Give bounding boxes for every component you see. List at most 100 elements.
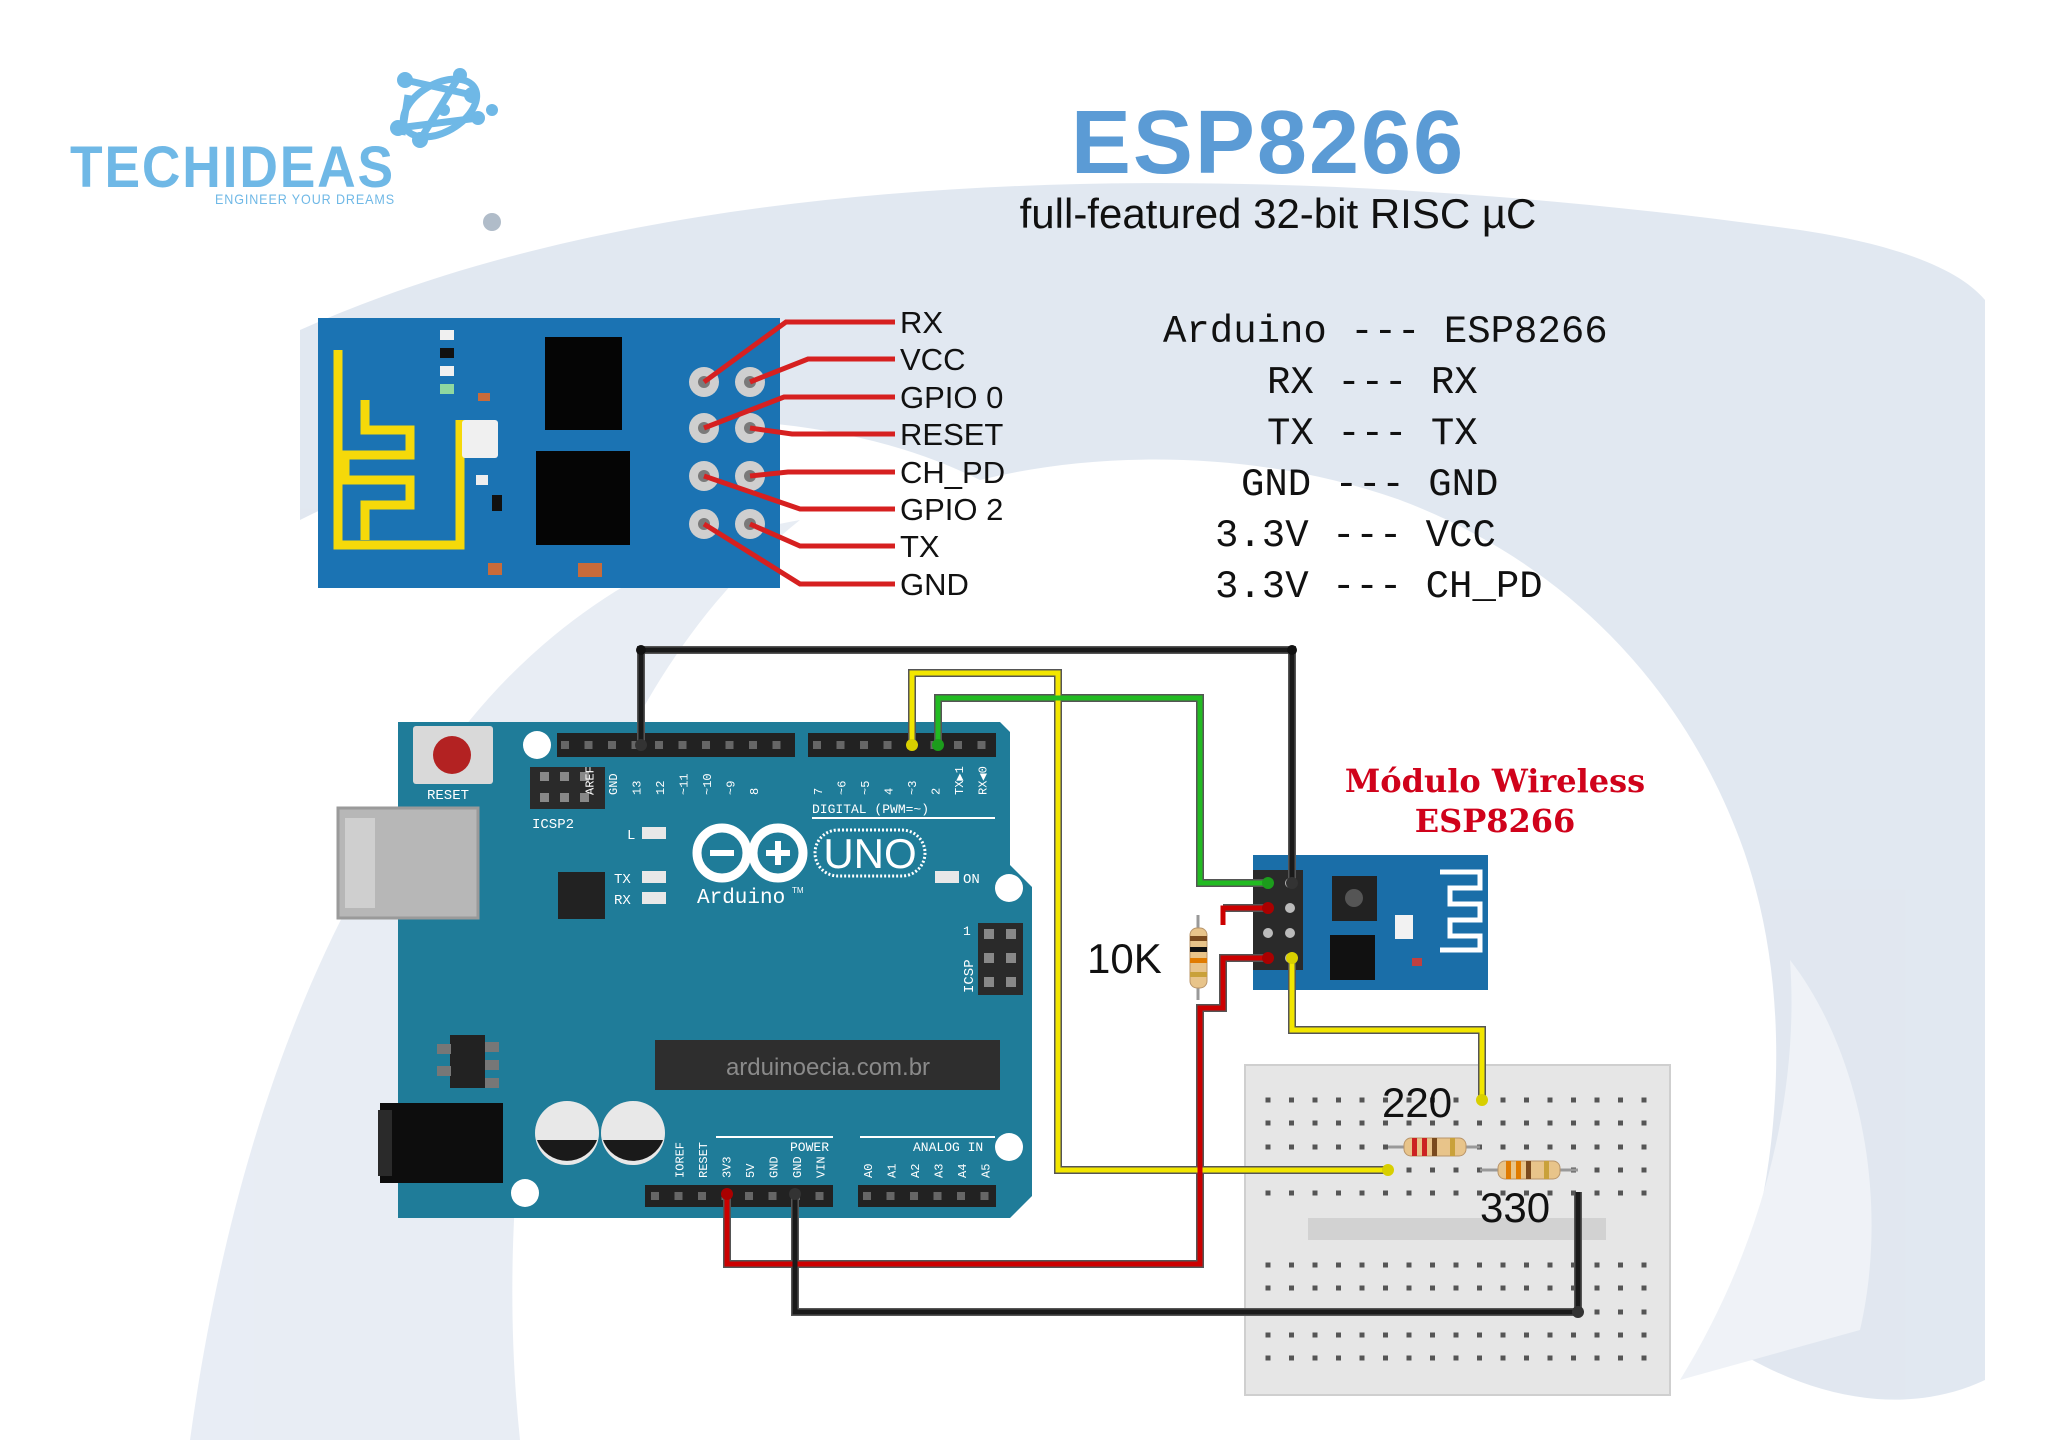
breadboard-hole [1430,1097,1435,1103]
breadboard-hole [1571,1190,1576,1196]
breadboard-hole [1336,1144,1341,1150]
icsp-label: ICSP [962,959,978,993]
led-tx-label: TX [614,872,631,888]
breadboard-hole [1571,1120,1576,1126]
top-pin-label: ~11 [678,773,692,795]
wire-gnd-breadboard [792,1192,1581,1315]
page-title: ESP8266 [1071,93,1465,193]
breadboard-hole [1289,1285,1294,1291]
top-pin-label: RX◀0 [977,766,991,795]
header-pin [860,741,868,749]
breadboard-hole [1289,1262,1294,1268]
header-pin [772,741,781,749]
wires [635,645,1584,1318]
pin-leader-lines [702,319,895,587]
resistor-10k [1189,915,1208,1000]
breadboard-hole [1359,1097,1365,1103]
breadboard-hole [1312,1332,1318,1338]
breadboard-hole [1641,1144,1647,1150]
decorative-dot [483,213,501,231]
breadboard-hole [1406,1355,1412,1361]
header-pin [980,1192,989,1200]
breadboard-hole [1406,1167,1412,1173]
breadboard-hole [1477,1262,1482,1268]
breadboard-hole [1524,1144,1529,1150]
breadboard-hole [1406,1190,1412,1196]
led-l-label: L [627,828,635,844]
breadboard-hole [1594,1355,1600,1361]
wire-3v3-red [724,955,1268,1267]
breadboard-hole [1406,1262,1412,1268]
pin-label-gnd: GND [900,567,969,602]
breadboard-hole [1571,1332,1576,1338]
arduino-brand-tm: TM [792,886,804,895]
breadboard-hole [1500,1355,1506,1361]
wire-gnd-black [638,647,1295,883]
breadboard-hole [1594,1167,1600,1173]
breadboard-hole [1453,1332,1459,1338]
top-pin-label: TX▶1 [953,766,967,795]
resistor-10k-label: 10K [1087,935,1162,982]
breadboard-hole [1453,1190,1459,1196]
breadboard-hole [1453,1262,1459,1268]
breadboard-hole [1383,1120,1388,1126]
breadboard-hole [1524,1355,1529,1361]
bottom-pin-label: RESET [697,1142,711,1178]
breadboard-hole [1618,1355,1623,1361]
top-pin-label: ~5 [859,781,873,795]
breadboard-hole [1383,1262,1388,1268]
resistor-220 [1388,1137,1480,1157]
breadboard-hole [1594,1120,1600,1126]
digital-label: DIGITAL (PWM=~) [812,802,929,817]
arduino-brand: Arduino [697,887,785,910]
breadboard-hole [1453,1097,1459,1103]
breadboard-hole [1641,1309,1647,1315]
icsp-pin1-label: 1 [963,924,971,939]
breadboard-hole [1383,1097,1388,1103]
header-pin [702,741,710,749]
breadboard-hole [1312,1144,1318,1150]
wire-esp-rx-yellow [1289,958,1485,1100]
breadboard-hole [1594,1332,1600,1338]
breadboard-hole [1265,1097,1271,1103]
top-pin-label: ~9 [725,781,739,795]
bottom-pin-label: A4 [956,1164,970,1178]
breadboard-hole [1547,1355,1553,1361]
breadboard-hole [1571,1355,1576,1361]
breadboard-hole [1359,1285,1365,1291]
breadboard-hole [1571,1285,1576,1291]
breadboard-hole [1618,1309,1623,1315]
breadboard-hole [1359,1262,1365,1268]
power-label: POWER [790,1140,829,1155]
breadboard-hole [1430,1355,1435,1361]
breadboard-hole [1477,1285,1482,1291]
breadboard-hole [1547,1332,1553,1338]
breadboard-hole [1453,1120,1459,1126]
breadboard-hole [1336,1262,1341,1268]
breadboard-hole [1618,1262,1623,1268]
breadboard-hole [1641,1097,1647,1103]
resistor-220-label: 220 [1382,1079,1452,1126]
breadboard-hole [1336,1285,1341,1291]
esp01-pin-labels: RX VCC GPIO 0 RESET CH_PD GPIO 2 TX GND [900,305,1005,602]
breadboard-hole [1430,1262,1435,1268]
top-pin-label: 8 [748,788,762,795]
header-pin [863,1192,871,1200]
breadboard-hole [1406,1097,1412,1103]
top-pin-label: 4 [883,788,897,795]
breadboard-hole [1500,1332,1506,1338]
module-label-line2: ESP8266 [1415,802,1576,840]
breadboard-hole [1641,1190,1647,1196]
breadboard-hole [1289,1120,1294,1126]
breadboard-hole [1618,1167,1623,1173]
header-pin [745,1192,753,1200]
breadboard-hole [1336,1097,1341,1103]
breadboard-hole [1594,1190,1600,1196]
breadboard-hole [1477,1355,1482,1361]
breadboard-hole [1524,1120,1529,1126]
breadboard-hole [1359,1144,1365,1150]
breadboard-hole [1547,1285,1553,1291]
breadboard-hole [1265,1355,1271,1361]
top-pin-label: AREF [584,766,598,795]
